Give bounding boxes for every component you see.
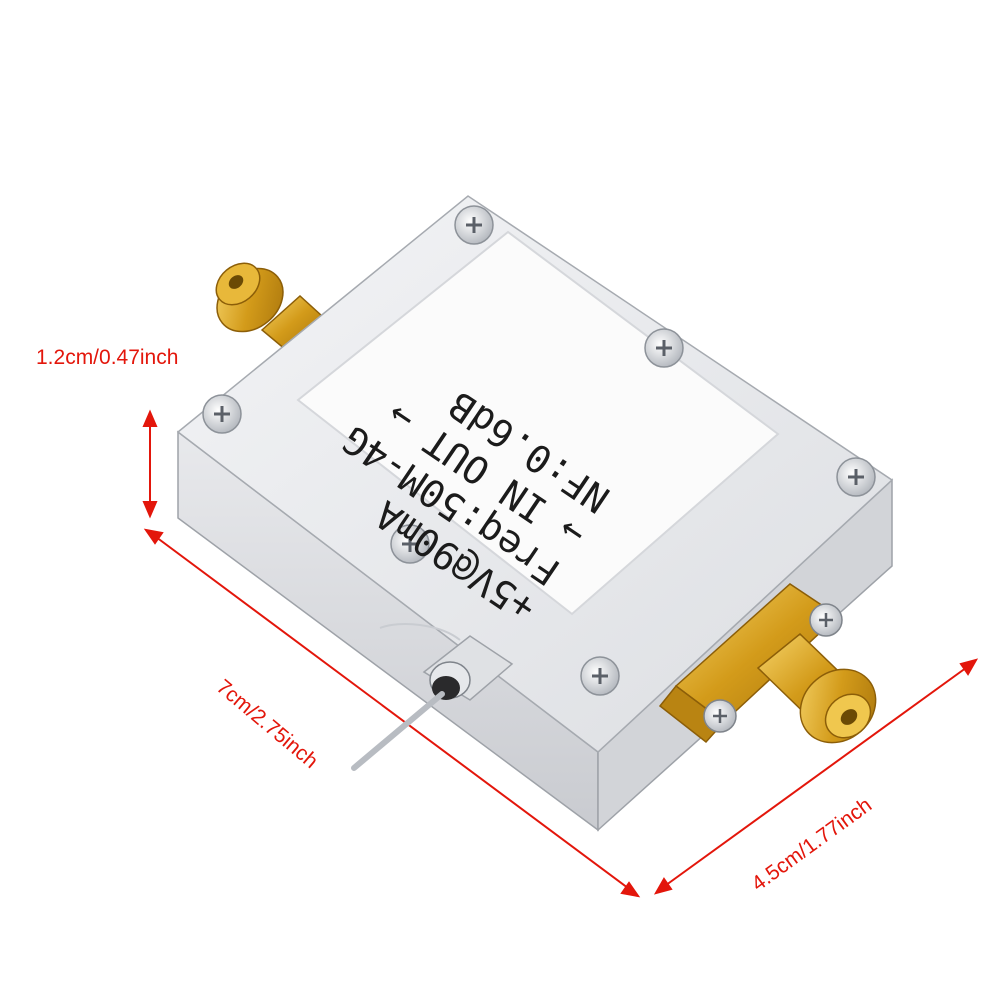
- phillips-screw-icon: [644, 328, 684, 368]
- label-plate: [296, 230, 780, 616]
- arrowhead-icon: [142, 501, 158, 519]
- phillips-screw-icon: [390, 524, 430, 564]
- phillips-screw-icon: [580, 656, 620, 696]
- width-dimension-line: [661, 664, 971, 889]
- screws: [202, 205, 876, 696]
- sma-connector-icon: [215, 262, 324, 352]
- arrowhead-icon: [143, 528, 164, 545]
- dimension-lines: [142, 409, 979, 898]
- phillips-screw-icon: [202, 394, 242, 434]
- sma-connector-icon: [658, 583, 877, 744]
- height-dimension-label: 1.2cm/0.47inch: [36, 346, 179, 369]
- phillips-screw-icon: [454, 205, 494, 245]
- length-dimension-line: [151, 533, 633, 892]
- arrowhead-icon: [142, 409, 158, 427]
- arrowhead-icon: [653, 877, 673, 895]
- arrowhead-icon: [620, 881, 641, 898]
- phillips-screw-icon: [836, 457, 876, 497]
- power-pin-icon: [351, 623, 514, 771]
- arrowhead-icon: [959, 658, 979, 676]
